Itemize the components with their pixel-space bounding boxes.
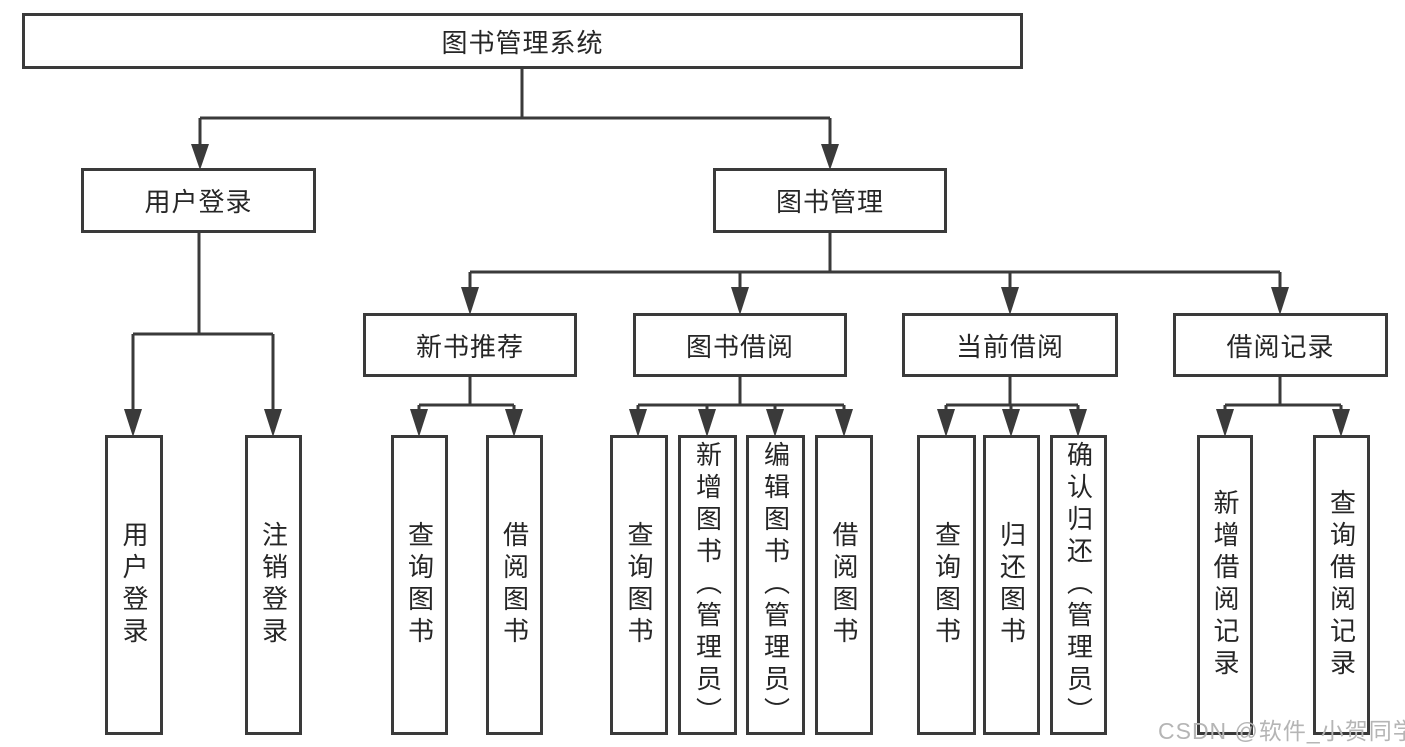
leaf-query-books-current: 查询图书: [917, 435, 976, 735]
leaf-borrow-books-recommend: 借阅图书: [486, 435, 543, 735]
csdn-watermark: CSDN @软件_小贺同学: [1158, 718, 1405, 744]
node-book-borrowing: 图书借阅: [633, 313, 847, 377]
leaf-add-borrow-record-label: 新增借阅记录: [1210, 489, 1240, 681]
leaf-confirm-return-admin-label: 确认归还（管理员）: [1063, 441, 1094, 729]
leaf-add-borrow-record: 新增借阅记录: [1197, 435, 1253, 735]
node-borrowing-records-label: 借阅记录: [1226, 331, 1335, 362]
leaf-return-books-label: 归还图书: [996, 521, 1027, 649]
leaf-borrow-books-label: 借阅图书: [829, 521, 859, 649]
leaf-borrow-books: 借阅图书: [815, 435, 873, 735]
leaf-return-books: 归还图书: [983, 435, 1040, 735]
leaf-logout-label: 注销登录: [258, 521, 289, 649]
leaf-edit-books-admin-label: 编辑图书（管理员）: [760, 441, 791, 729]
leaf-user-login-label: 用户登录: [119, 521, 149, 649]
leaf-query-books-borrowing: 查询图书: [610, 435, 668, 735]
leaf-add-books-admin: 新增图书（管理员）: [678, 435, 737, 735]
leaf-add-books-admin-label: 新增图书（管理员）: [692, 441, 723, 729]
leaf-edit-books-admin: 编辑图书（管理员）: [746, 435, 805, 735]
leaf-query-borrow-record: 查询借阅记录: [1313, 435, 1370, 735]
node-library-system-label: 图书管理系统: [441, 27, 604, 58]
node-current-borrowing: 当前借阅: [902, 313, 1118, 377]
leaf-logout: 注销登录: [245, 435, 302, 735]
leaf-confirm-return-admin: 确认归还（管理员）: [1050, 435, 1107, 735]
node-new-book-recommend-label: 新书推荐: [415, 331, 524, 362]
node-current-borrowing-label: 当前借阅: [955, 331, 1064, 362]
node-book-management-label: 图书管理: [775, 187, 884, 217]
node-book-borrowing-label: 图书借阅: [685, 331, 794, 362]
node-borrowing-records: 借阅记录: [1173, 313, 1388, 377]
node-new-book-recommend: 新书推荐: [363, 313, 577, 377]
leaf-query-books-recommend: 查询图书: [391, 435, 448, 735]
node-library-system: 图书管理系统: [22, 13, 1023, 69]
node-user-login: 用户登录: [81, 168, 316, 233]
leaf-user-login: 用户登录: [105, 435, 163, 735]
leaf-query-books-current-label: 查询图书: [931, 521, 962, 649]
leaf-query-books-recommend-label: 查询图书: [404, 521, 435, 649]
leaf-query-books-borrowing-label: 查询图书: [624, 521, 654, 649]
node-user-login-label: 用户登录: [144, 187, 253, 217]
leaf-borrow-books-recommend-label: 借阅图书: [499, 521, 530, 649]
leaf-query-borrow-record-label: 查询借阅记录: [1326, 489, 1357, 681]
node-book-management: 图书管理: [713, 168, 947, 233]
